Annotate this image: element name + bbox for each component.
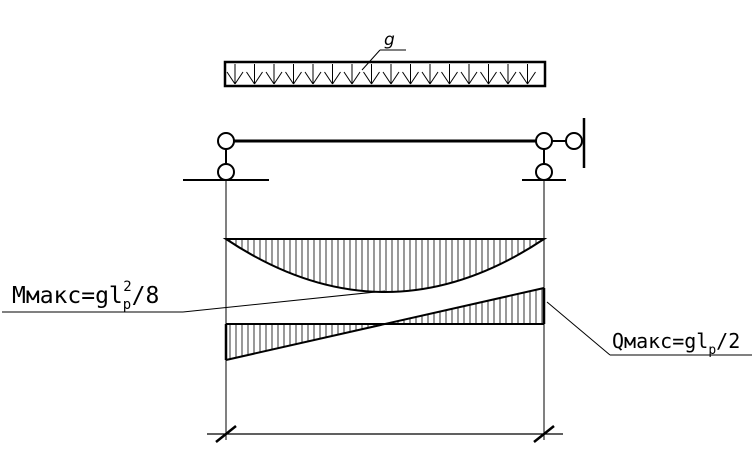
moment-diagram [222,238,548,293]
right-hinge-top [535,132,553,150]
distributed-load [223,60,547,88]
shear-label-leader [546,301,611,356]
moment-label-subscript: р [123,297,131,313]
shear-label-suffix: /2 [716,329,740,353]
moment-label-group: Mмакс=glр 2/8 [2,279,386,313]
load-arrow-head-right [332,71,341,85]
shear-label-prefix: Qмакс=gl [612,329,708,353]
load-arrow-head-right [254,71,263,85]
beam-structure [183,118,586,181]
load-arrow-head-left [421,71,431,85]
load-label-leader [361,49,381,71]
moment-label-suffix: /8 [132,283,160,309]
moment-label-leader [182,290,386,313]
shear-slope-line [225,287,545,361]
moment-label-superscript: 2 [123,279,131,295]
load-arrow-head-left [265,71,275,85]
load-arrow-head-right [410,71,419,85]
shear-label-subscript: р [708,343,716,358]
left-hinge-bottom [217,163,235,181]
shear-hatch [229,288,543,360]
load-arrow-head-right [312,71,322,85]
load-arrow-head-right [468,71,478,85]
load-arrow-head-right [293,71,302,85]
load-bar [223,60,547,88]
load-arrow-head-left [343,71,353,85]
load-arrow-head-left [402,71,411,85]
load-label: g [384,30,395,50]
load-arrow-head-left [226,71,236,85]
shear-diagram [224,287,546,361]
load-arrow-head-right [351,71,361,85]
load-label-group: g [361,30,406,71]
load-arrow-head-left [382,71,392,85]
load-arrow-head-right [488,71,497,85]
dimension-tick-left [215,425,237,443]
load-arrow-head-right [234,71,244,85]
right-hinge-bottom [535,163,553,181]
shear-label-group: Qмакс=glр/2 [546,301,752,358]
load-arrow-head-right [507,71,517,85]
load-arrow-head-right [429,71,439,85]
load-arrow-head-right [527,71,536,85]
load-arrow-head-left [246,71,255,85]
span-dimension [207,425,563,443]
load-arrow-head-left [304,71,314,85]
right-support [522,118,586,181]
moment-hatch [229,239,543,292]
load-arrow-head-right [390,71,400,85]
moment-label-prefix: Mмакс=gl [12,283,123,309]
load-arrow-head-left [285,71,294,85]
load-arrow-head-left [460,71,470,85]
load-arrow-head-left [499,71,509,85]
load-arrow-head-left [441,71,450,85]
load-arrow-head-right [371,71,380,85]
load-arrow-head-right [273,71,283,85]
load-arrow-head-left [363,71,372,85]
load-arrow-head-right [449,71,458,85]
right-horizontal-hinge [565,132,583,150]
shear-label: Qмакс=glр/2 [612,329,740,358]
load-arrow-head-left [324,71,333,85]
moment-diagram-curve [222,238,548,293]
load-arrow-head-left [480,71,489,85]
moment-label: Mмакс=glр 2/8 [12,279,159,313]
load-arrow-head-left [519,71,528,85]
dimension-tick-right [533,425,555,443]
left-hinge-top [217,132,235,150]
load-arrows [226,64,536,85]
left-support [183,132,269,181]
